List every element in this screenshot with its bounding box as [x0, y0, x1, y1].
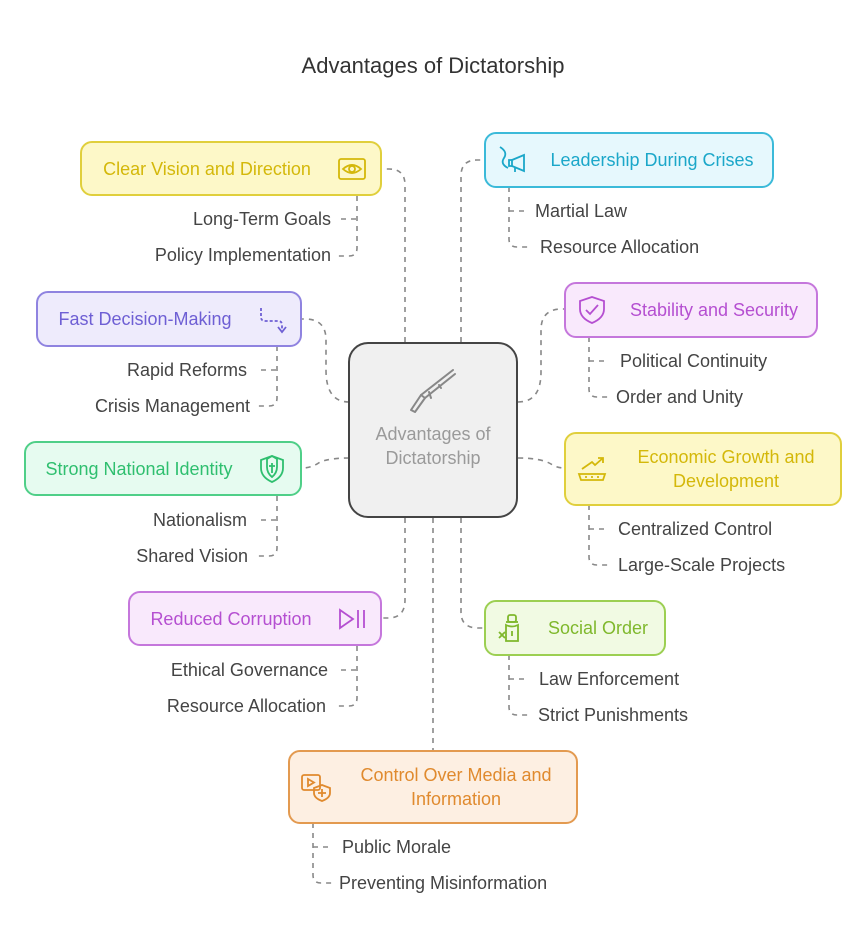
sub-item: Order and Unity: [616, 387, 744, 407]
sub-item: Rapid Reforms: [126, 360, 247, 380]
node-label: Stability and Security: [629, 300, 799, 320]
eye-money-icon: [336, 153, 368, 185]
node-national-identity: Strong National Identity: [24, 441, 302, 496]
node-clear-vision: Clear Vision and Direction: [80, 141, 382, 196]
sub-item: Resource Allocation: [166, 696, 326, 716]
node-media-control: Control Over Media and Information: [288, 750, 578, 824]
sub-item: Centralized Control: [618, 519, 773, 539]
shield-cross-icon: [256, 453, 288, 485]
sub-item: Nationalism: [152, 510, 247, 530]
sub-item: Shared Vision: [136, 546, 248, 566]
node-label: Leadership During Crises: [550, 150, 754, 170]
sub-item: Policy Implementation: [154, 245, 331, 265]
node-label: Economic Growth and Development: [637, 447, 815, 491]
sub-item: Public Morale: [342, 837, 452, 857]
node-label: Strong National Identity: [45, 458, 233, 479]
sub-item: Crisis Management: [94, 396, 250, 416]
police-icon: [496, 612, 528, 644]
rifle-icon: [350, 366, 516, 416]
central-topic: Advantages of Dictatorship: [348, 342, 518, 518]
route-arrow-icon: [256, 303, 288, 335]
node-label: Fast Decision-Making: [58, 309, 232, 329]
sub-item: Resource Allocation: [540, 237, 700, 257]
node-label: Reduced Corruption: [150, 608, 312, 629]
play-pause-icon: [336, 603, 368, 635]
node-social-order: Social Order: [484, 600, 666, 656]
sub-item: Large-Scale Projects: [618, 555, 786, 575]
node-label: Social Order: [547, 618, 649, 638]
diagram-title: Advantages of Dictatorship: [301, 53, 565, 78]
sub-item: Preventing Misinformation: [339, 873, 548, 893]
sub-item: Strict Punishments: [538, 705, 689, 725]
central-topic-label: Advantages of Dictatorship: [375, 424, 491, 468]
node-label: Control Over Media and Information: [360, 765, 552, 809]
growth-chart-icon: [576, 453, 608, 485]
node-label: Clear Vision and Direction: [103, 158, 311, 179]
node-stability: Stability and Security: [564, 282, 818, 338]
megaphone-icon: [496, 144, 528, 176]
sub-item: Political Continuity: [620, 351, 768, 371]
sub-item: Martial Law: [535, 201, 628, 221]
media-shield-icon: [300, 771, 332, 803]
node-crisis-leadership: Leadership During Crises: [484, 132, 774, 188]
sub-item: Long-Term Goals: [192, 209, 331, 229]
shield-check-icon: [576, 294, 608, 326]
sub-item: Ethical Governance: [170, 660, 328, 680]
node-economic-growth: Economic Growth and Development: [564, 432, 842, 506]
node-reduced-corruption: Reduced Corruption: [128, 591, 382, 646]
node-fast-decision: Fast Decision-Making: [36, 291, 302, 347]
sub-item: Law Enforcement: [539, 669, 680, 689]
